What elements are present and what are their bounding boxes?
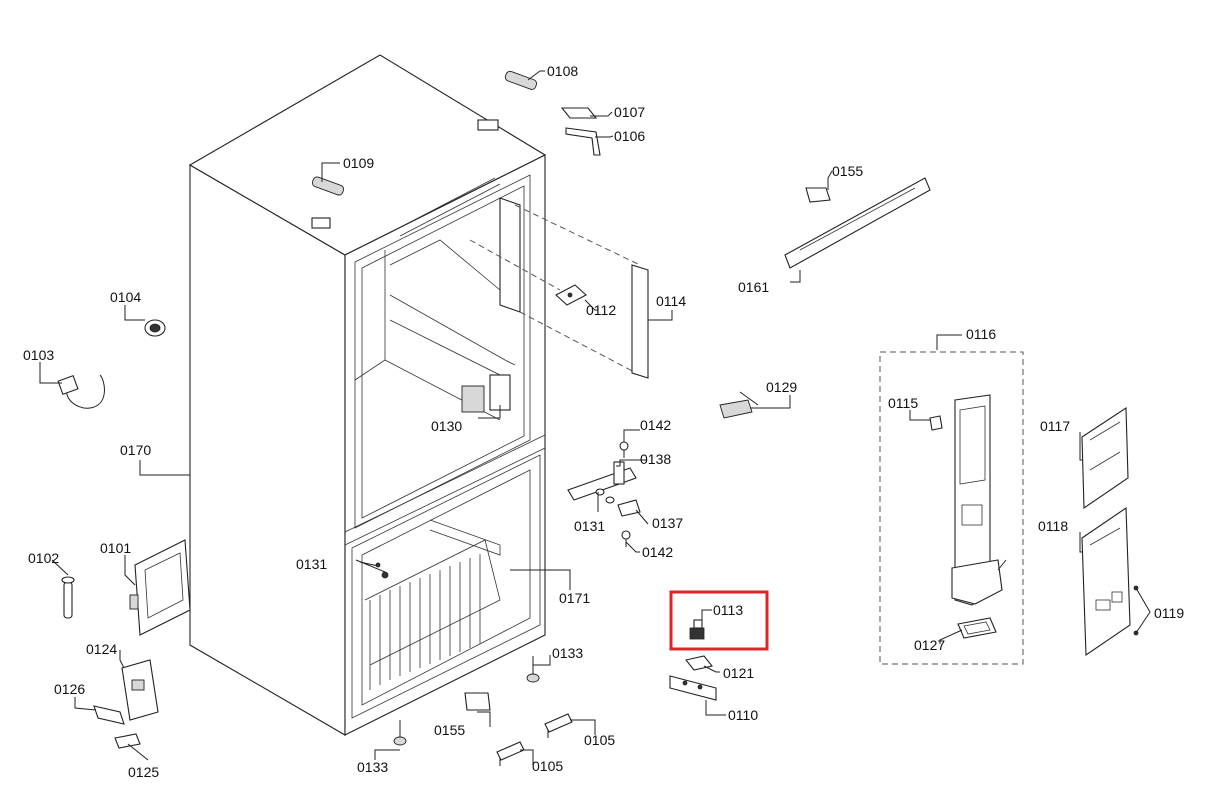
label-0103: 0103 xyxy=(23,347,54,363)
part-0137 xyxy=(617,499,641,517)
part-0115 xyxy=(929,415,943,431)
part-0106 xyxy=(565,127,601,156)
part-0161-strip xyxy=(784,177,931,269)
part-0133-bolt-right xyxy=(526,656,540,683)
part-0133-bolt-bottom xyxy=(393,720,407,746)
label-0155-top: 0155 xyxy=(832,163,863,179)
label-0110: 0110 xyxy=(728,707,758,723)
part-0142-screw-top xyxy=(619,441,629,458)
label-0107: 0107 xyxy=(614,104,645,120)
part-0103-cord xyxy=(57,374,105,409)
label-0170: 0170 xyxy=(120,442,151,458)
label-0101: 0101 xyxy=(100,540,131,556)
label-0131-left: 0131 xyxy=(296,556,327,572)
label-0105-bottom: 0105 xyxy=(532,758,563,774)
part-0131-washers xyxy=(595,488,615,504)
part-0102-pin xyxy=(61,576,75,619)
label-0106: 0106 xyxy=(614,128,645,144)
label-0105-right: 0105 xyxy=(584,732,615,748)
part-0112 xyxy=(555,284,587,306)
label-0112: 0112 xyxy=(586,302,616,318)
label-0137: 0137 xyxy=(652,515,683,531)
label-0142-top: 0142 xyxy=(640,417,671,433)
part-0138-hinge xyxy=(567,461,637,501)
label-0113: 0113 xyxy=(713,602,743,618)
part-0142-screw-bottom xyxy=(621,530,631,547)
part-0118-panel xyxy=(1081,506,1131,657)
label-0133-bottom: 0133 xyxy=(357,759,388,775)
part-0114-rail xyxy=(631,264,649,379)
highlight-box xyxy=(669,590,769,651)
label-0127: 0127 xyxy=(914,637,945,653)
label-0171: 0171 xyxy=(559,590,590,606)
part-0127 xyxy=(957,617,997,639)
label-0116: 0116 xyxy=(966,326,996,342)
label-0133-right: 0133 xyxy=(552,645,583,661)
label-0125: 0125 xyxy=(128,764,159,780)
part-labels: 0108 0107 0106 0109 0155 0161 0104 0112 … xyxy=(23,63,1184,780)
part-0155-top xyxy=(805,187,831,203)
label-0102: 0102 xyxy=(28,550,59,566)
cabinet-body xyxy=(188,54,547,736)
part-0109 xyxy=(311,176,345,196)
part-0129 xyxy=(719,391,759,419)
part-0125 xyxy=(114,733,141,749)
part-0117-panel xyxy=(1081,406,1129,510)
label-0129: 0129 xyxy=(766,379,797,395)
part-0110 xyxy=(669,675,717,701)
label-0121: 0121 xyxy=(723,665,754,681)
label-0104: 0104 xyxy=(110,289,141,305)
label-0126: 0126 xyxy=(54,681,85,697)
label-0108: 0108 xyxy=(547,63,578,79)
part-0124-board xyxy=(121,659,159,721)
label-0131-right: 0131 xyxy=(574,518,605,534)
assembly-0116-box xyxy=(879,351,1024,665)
label-0115: 0115 xyxy=(888,395,918,411)
label-0155-bottom: 0155 xyxy=(434,722,465,738)
label-0117: 0117 xyxy=(1040,418,1070,434)
part-0155-bottom xyxy=(464,692,491,711)
projection-lines xyxy=(469,204,641,376)
part-0107 xyxy=(560,107,598,119)
part-0108 xyxy=(504,70,538,90)
label-0142-bottom: 0142 xyxy=(642,544,673,560)
label-0109: 0109 xyxy=(343,155,374,171)
leader-lines xyxy=(39,70,1151,765)
label-0118: 0118 xyxy=(1038,518,1068,534)
label-0130: 0130 xyxy=(431,418,462,434)
part-0104-ring xyxy=(144,319,166,337)
label-0161: 0161 xyxy=(738,279,769,295)
label-0119: 0119 xyxy=(1154,605,1184,621)
part-0119-screws xyxy=(1133,585,1139,636)
part-0101-panel xyxy=(129,539,191,636)
part-0113 xyxy=(689,619,705,640)
label-0138: 0138 xyxy=(640,451,671,467)
part-0126 xyxy=(93,705,125,725)
label-0124: 0124 xyxy=(86,641,117,657)
label-0114: 0114 xyxy=(656,293,686,309)
